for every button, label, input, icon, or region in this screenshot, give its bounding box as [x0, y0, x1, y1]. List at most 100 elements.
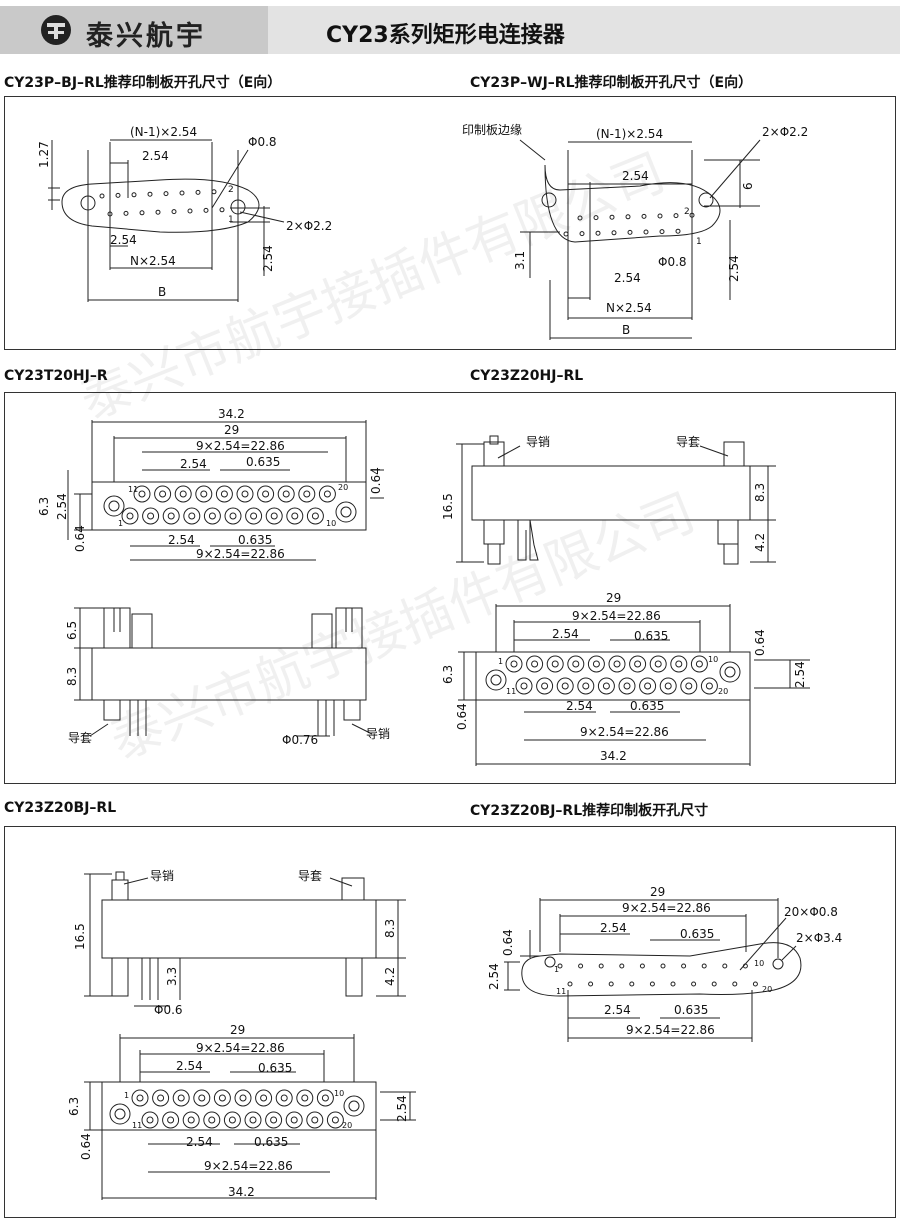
t20-contact-bot — [142, 507, 160, 525]
p-wj-b-label: B — [622, 323, 630, 337]
z20hj-contact-bot — [536, 677, 554, 695]
t20-contact-top — [154, 485, 172, 503]
p-bj-hole — [171, 209, 177, 215]
p-bj-hole — [131, 192, 137, 198]
z20hj-contact-top — [670, 655, 688, 673]
z20hj-front-254-label: 2.54 — [552, 627, 579, 641]
z20bj-pcb-hole — [598, 963, 604, 969]
t20-contact-top — [277, 485, 295, 503]
p-wj-hole — [609, 214, 615, 220]
p-wj-nx254-label: N×2.54 — [606, 301, 652, 315]
drawing-p-wj — [519, 139, 761, 340]
z20hj-front-nineb-label: 9×2.54=22.86 — [580, 725, 669, 739]
t20-contact-top-inner — [282, 490, 290, 498]
p-wj-hole — [627, 229, 633, 235]
z20bj-pcb-hole — [639, 963, 645, 969]
z20bj-side-phi06-label: Φ0.6 — [154, 1003, 183, 1017]
p-bj-254v-label: 2.54 — [261, 245, 275, 272]
p-wj-pitch-label: 2.54 — [622, 169, 649, 183]
t20-top-63-label: 6.3 — [37, 497, 51, 516]
drawing-t20hj-side — [74, 607, 373, 737]
p-bj-hole — [179, 190, 185, 196]
z20bj-pcb-hole — [670, 981, 676, 987]
z20hj-contact-top-inner — [551, 660, 559, 668]
t20-contact-top — [195, 485, 213, 503]
z20bj-contact-bot — [244, 1111, 262, 1129]
t20-top-pin1: 1 — [118, 519, 123, 528]
section-title-p-wj: CY23P–WJ–RL推荐印制板开孔尺寸（E向） — [470, 75, 753, 91]
t20-contact-top-inner — [200, 490, 208, 498]
z20bj-side-pin-label: 导销 — [150, 869, 174, 883]
t20-side-65-label: 6.5 — [65, 621, 79, 640]
z20bj-pcb-pin10: 10 — [754, 959, 764, 968]
z20hj-contact-bot-inner — [644, 682, 652, 690]
p-wj-hole — [673, 213, 679, 219]
z20bj-contact-bot-inner — [146, 1116, 154, 1124]
t20-contact-top-inner — [179, 490, 187, 498]
section-title-z20hj: CY23Z20HJ–RL — [470, 368, 584, 384]
z20bj-contact-bot-inner — [208, 1116, 216, 1124]
z20bj-contact-top-inner — [177, 1094, 185, 1102]
z20bj-front-pin11: 11 — [132, 1121, 142, 1130]
t20-contact-top — [174, 485, 192, 503]
z20bj-contact-top — [255, 1089, 273, 1107]
z20bj-pcb-254-label: 2.54 — [600, 921, 627, 935]
drawing-z20hj-front — [458, 604, 810, 766]
t20-contact-top-inner — [323, 490, 331, 498]
p-bj-pin1: 1 — [228, 215, 234, 225]
p-wj-31-label: 3.1 — [513, 251, 527, 270]
t20-contact-bot — [183, 507, 201, 525]
z20bj-side-sleeve-label: 导套 — [298, 869, 322, 883]
section-title-z20bj: CY23Z20BJ–RL — [4, 800, 117, 816]
t20-top-342-label: 34.2 — [218, 407, 245, 421]
z20bj-front-pin10: 10 — [334, 1089, 344, 1098]
z20bj-contact-bot-inner — [249, 1116, 257, 1124]
t20-top-254v-label: 2.54 — [55, 493, 69, 520]
z20bj-contact-top — [316, 1089, 334, 1107]
z20bj-front-nineb-label: 9×2.54=22.86 — [204, 1159, 293, 1173]
z20hj-front-pin1: 1 — [498, 657, 503, 666]
z20hj-contact-bot — [597, 677, 615, 695]
z20hj-contact-top — [587, 655, 605, 673]
p-wj-pitch2-label: 2.54 — [614, 271, 641, 285]
z20hj-contact-top — [505, 655, 523, 673]
t20-contact-top — [298, 485, 316, 503]
z20bj-pcb-hole — [660, 963, 666, 969]
z20hj-front-pin20: 20 — [718, 687, 728, 696]
z20bj-front-nine-label: 9×2.54=22.86 — [196, 1041, 285, 1055]
z20bj-pcb-hole — [588, 981, 594, 987]
t20-top-254b-label: 2.54 — [168, 533, 195, 547]
z20hj-side-42-label: 4.2 — [753, 533, 767, 552]
t20-top-pin20: 20 — [338, 483, 348, 492]
t20-contact-bot-inner — [291, 512, 299, 520]
z20bj-pcb-29-label: 29 — [650, 885, 665, 899]
z20hj-contact-bot-inner — [664, 682, 672, 690]
z20hj-contact-top — [649, 655, 667, 673]
p-bj-hole — [203, 207, 209, 213]
z20hj-contact-bot-inner — [561, 682, 569, 690]
z20bj-contact-bot-inner — [331, 1116, 339, 1124]
t20-contact-bot — [121, 507, 139, 525]
p-wj-hole — [641, 213, 647, 219]
p-bj-hole — [155, 209, 161, 215]
z20bj-front-29-label: 29 — [230, 1023, 245, 1037]
z20hj-contact-bot — [659, 677, 677, 695]
p-bj-hole — [147, 191, 153, 197]
p-wj-edge-label: 印制板边缘 — [462, 123, 522, 137]
z20bj-contact-bot-inner — [270, 1116, 278, 1124]
z20hj-front-342-label: 34.2 — [600, 749, 627, 763]
z20hj-front-254v-label: 2.54 — [793, 661, 807, 688]
z20hj-contact-bot-inner — [685, 682, 693, 690]
p-wj-hole — [595, 230, 601, 236]
z20bj-contact-bot — [203, 1111, 221, 1129]
t20-contact-bot — [265, 507, 283, 525]
p-wj-hole — [657, 213, 663, 219]
z20bj-pcb-hole — [629, 981, 635, 987]
z20bj-contact-bot — [141, 1111, 159, 1129]
z20bj-pcb-hole — [567, 981, 573, 987]
z20hj-contact-top-inner — [592, 660, 600, 668]
z20hj-contact-top-inner — [531, 660, 539, 668]
t20-side-83-label: 8.3 — [65, 667, 79, 686]
z20hj-front-0635-label: 0.635 — [634, 629, 668, 643]
p-wj-pin2: 2 — [684, 207, 690, 217]
